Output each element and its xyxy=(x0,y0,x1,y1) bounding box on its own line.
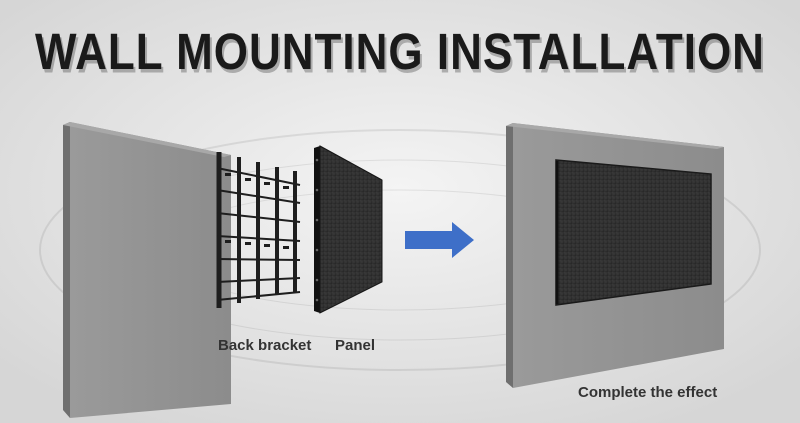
left-wall xyxy=(63,122,231,418)
right-arrow-icon xyxy=(405,222,474,258)
back-bracket xyxy=(216,152,301,308)
page-title: WALL MOUNTING INSTALLATION xyxy=(35,24,765,81)
back-bracket-label: Back bracket xyxy=(218,337,312,354)
mounted-screen xyxy=(555,159,712,306)
led-panel xyxy=(314,145,383,314)
complete-effect-label: Complete the effect xyxy=(578,384,718,401)
panel-label: Panel xyxy=(335,337,376,354)
